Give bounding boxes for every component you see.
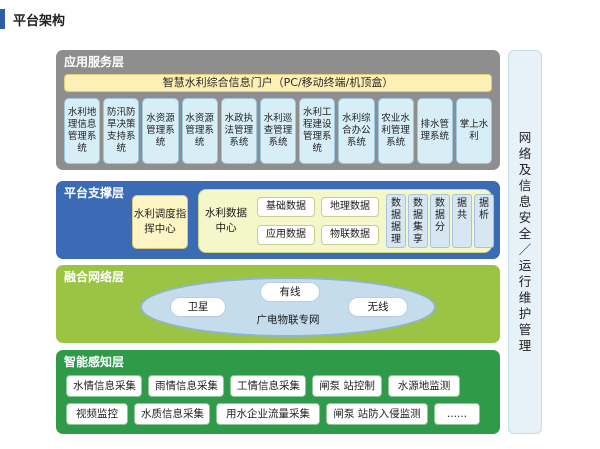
sensing-chip: 水情信息采集 — [66, 375, 142, 397]
system-row: 水利地理信息管理系统 防汛防旱决策支持系统 水资源管理系统 水资源管理系统 水政… — [64, 98, 493, 164]
data-center-box: 水利数据中心 基础数据 地理数据 应用数据 物联数据 数据据理 数据集享 数据分… — [198, 189, 494, 253]
security-char: 及 — [518, 162, 532, 177]
security-char: 护 — [518, 306, 532, 321]
system-box: 水利工程建设管理系统 — [299, 98, 336, 164]
platform-support-layer: 平台支撑层 水利调度指挥中心 水利数据中心 基础数据 地理数据 应用数据 物联数… — [56, 181, 500, 259]
data-center-title: 水利数据中心 — [205, 207, 247, 234]
sensing-chip: 水源地监测 — [388, 375, 460, 397]
security-char: 安 — [518, 210, 532, 225]
application-service-layer: 应用服务层 智慧水利综合信息门户（PC/移动终端/机顶盒） 水利地理信息管理系统… — [56, 50, 500, 170]
wired-pill: 有线 — [260, 282, 320, 302]
sensing-chip: ...... — [434, 403, 480, 425]
sensing-chip: 视频监控 — [66, 403, 128, 425]
system-box: 水资源管理系统 — [181, 98, 218, 164]
dispatch-center-box: 水利调度指挥中心 — [132, 195, 188, 249]
sensing-layer-title: 智能感知层 — [64, 355, 125, 369]
system-box: 水利巡查管理系统 — [259, 98, 297, 164]
network-layer-title: 融合网络层 — [64, 270, 125, 284]
sensing-row-1: 水情信息采集 雨情信息采集 工情信息采集 闸泵 站控制 水源地监测 — [66, 375, 460, 397]
security-char: 运 — [518, 258, 532, 273]
system-box: 掌上水利 — [455, 98, 493, 164]
sensing-chip: 雨情信息采集 — [148, 375, 224, 397]
section-heading: 平台架构 — [0, 8, 65, 30]
security-char: 管 — [518, 322, 532, 337]
network-center-label: 广电物联专网 — [256, 314, 320, 326]
system-box: 防汛防旱决策支持系统 — [103, 98, 140, 164]
application-layer-title: 应用服务层 — [64, 55, 125, 69]
network-ellipse: 有线 卫星 无线 广电物联专网 — [140, 277, 436, 337]
portal-bar: 智慧水利综合信息门户（PC/移动终端/机顶盒） — [64, 74, 492, 92]
data-service-column: 数据集享 — [408, 194, 428, 248]
sensing-chip: 用水企业流量采集 — [216, 403, 320, 425]
system-box: 水资源管理系统 — [142, 98, 179, 164]
security-char: 维 — [518, 290, 532, 305]
system-box: 水利综合办公系统 — [338, 98, 375, 164]
data-service-column: 据析 — [474, 194, 494, 248]
network-layer: 融合网络层 有线 卫星 无线 广电物联专网 — [56, 265, 500, 343]
security-char: 信 — [518, 178, 532, 193]
security-char: 行 — [518, 274, 532, 289]
security-char: 全 — [518, 226, 532, 241]
sensing-chip: 闸泵 站控制 — [312, 375, 382, 397]
sensing-row-2: 视频监控 水质信息采集 用水企业流量采集 闸泵 站防入侵监测 ...... — [66, 403, 480, 425]
data-service-column: 数据据理 — [386, 194, 406, 248]
security-management-column: 网络及信息安全／运行维护管理 — [508, 50, 542, 434]
system-box: 农业水利管理系统 — [377, 98, 414, 164]
security-char: ／ — [518, 242, 532, 257]
sensing-chip: 水质信息采集 — [134, 403, 210, 425]
sensing-layer: 智能感知层 水情信息采集 雨情信息采集 工情信息采集 闸泵 站控制 水源地监测 … — [56, 350, 500, 434]
heading-text: 平台架构 — [13, 13, 66, 29]
system-box: 排水管理系统 — [416, 98, 453, 164]
data-service-column: 数据分 — [430, 194, 450, 248]
sensing-chip: 闸泵 站防入侵监测 — [326, 403, 428, 425]
system-box: 水政执法管理系统 — [220, 98, 257, 164]
sensing-chip: 工情信息采集 — [230, 375, 306, 397]
data-service-column: 据共 — [452, 194, 472, 248]
data-chip: 地理数据 — [321, 197, 379, 217]
data-chip: 物联数据 — [321, 225, 379, 245]
data-chip: 基础数据 — [257, 197, 315, 217]
security-char: 息 — [518, 194, 532, 209]
system-box: 水利地理信息管理系统 — [64, 98, 101, 164]
heading-accent-bar — [0, 9, 5, 29]
satellite-pill: 卫星 — [170, 297, 226, 317]
security-char: 络 — [518, 146, 532, 161]
platform-layer-title: 平台支撑层 — [64, 186, 125, 200]
wireless-pill: 无线 — [348, 297, 408, 317]
data-chip: 应用数据 — [257, 225, 315, 245]
security-char: 网 — [518, 130, 532, 145]
security-char: 理 — [518, 338, 532, 353]
